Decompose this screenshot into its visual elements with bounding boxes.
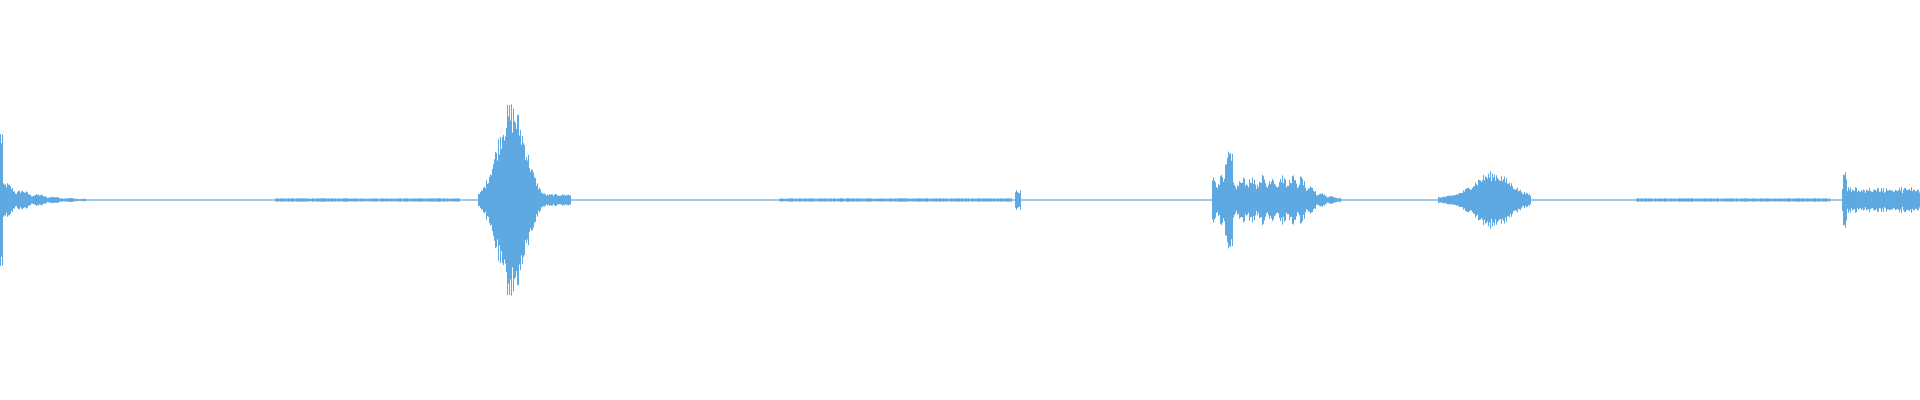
waveform-path [0, 104, 1920, 296]
